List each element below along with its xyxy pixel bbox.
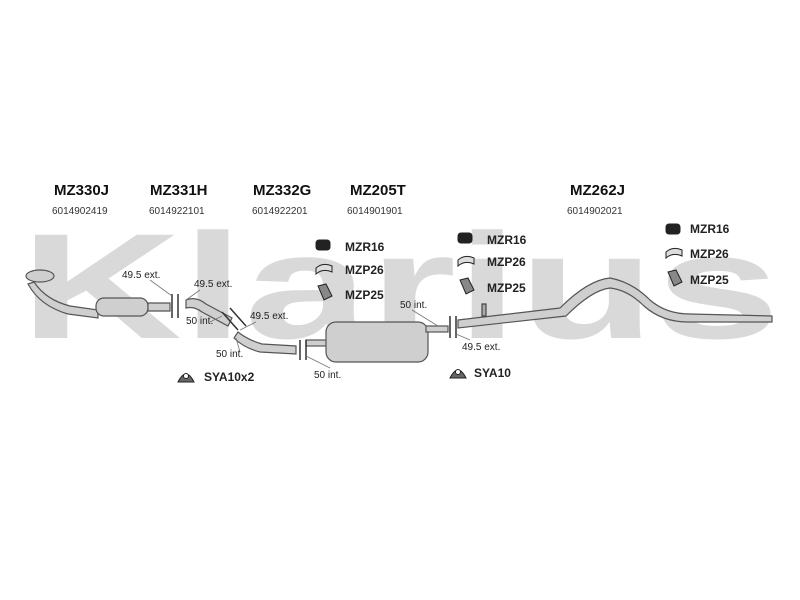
hanger-bracket-icon [667, 269, 683, 287]
mount-label: MZP26 [345, 263, 384, 277]
clamp-icon [177, 373, 195, 383]
part-number-mz330j: 6014902419 [52, 206, 108, 217]
rubber-ring-icon [315, 239, 331, 251]
joint-label: 50 int. [216, 349, 244, 360]
rubber-strap-icon [315, 263, 333, 276]
part-code-mz330j: MZ330J [54, 182, 110, 199]
joint-label: 50 int. [400, 300, 428, 311]
hanger-bracket-icon [317, 283, 333, 301]
clamp-icon [449, 369, 467, 379]
rubber-strap-icon [457, 255, 475, 268]
part-number-mz205t: 6014901901 [347, 206, 403, 217]
joint-label: 49.5 ext. [462, 342, 501, 353]
intermediate-pipe-mz332g [233, 331, 297, 355]
part-number-mz331h: 6014922101 [149, 206, 205, 217]
clamp-label: SYA10x2 [204, 370, 255, 384]
rear-pipe-mz262j [457, 277, 773, 329]
mount-label: MZR16 [690, 222, 730, 236]
part-code-mz332g: MZ332G [253, 182, 312, 199]
part-code-mz331h: MZ331H [150, 182, 208, 199]
hanger-bracket-icon [459, 277, 475, 295]
part-code-mz262j: MZ262J [570, 182, 626, 199]
mount-label: MZP26 [487, 255, 526, 269]
mount-label: MZP26 [690, 247, 729, 261]
joint-label: 50 int. [186, 316, 214, 327]
front-pipe-mz330j [25, 269, 171, 319]
mount-label: MZP25 [487, 281, 526, 295]
joint-label: 49.5 ext. [250, 311, 289, 322]
joint-label: 49.5 ext. [194, 279, 233, 290]
mount-label: MZR16 [345, 240, 385, 254]
mount-label: MZR16 [487, 233, 527, 247]
clamp-label: SYA10 [474, 366, 511, 380]
joint-label: 50 int. [314, 370, 342, 381]
intermediate-pipe-mz331h [185, 298, 233, 327]
rubber-strap-icon [665, 247, 683, 260]
centre-silencer-mz205t [305, 321, 449, 363]
rubber-ring-icon [457, 232, 473, 244]
part-number-mz262j: 6014902021 [567, 206, 623, 217]
part-number-mz332g: 6014922201 [252, 206, 308, 217]
mount-label: MZP25 [345, 288, 384, 302]
joint-label: 49.5 ext. [122, 270, 161, 281]
part-code-mz205t: MZ205T [350, 182, 406, 199]
mount-label: MZP25 [690, 273, 729, 287]
rubber-ring-icon [665, 223, 681, 235]
